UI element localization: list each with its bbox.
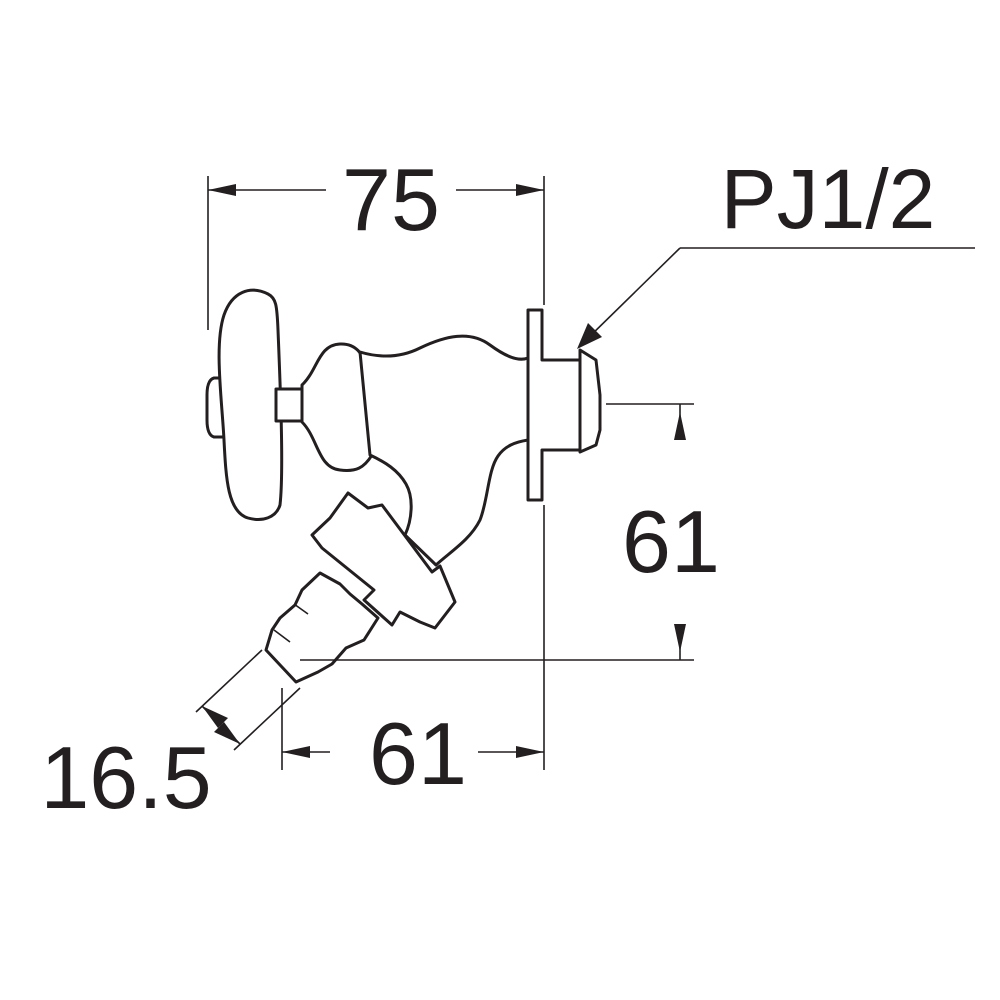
hose-nipple	[264, 571, 380, 684]
hose-diameter-label: 16.5	[40, 728, 211, 827]
ext-line-hose-a	[195, 649, 263, 713]
ext-line-hose-b	[233, 687, 301, 751]
arrow-61v-bottom	[674, 624, 686, 652]
threaded-end	[578, 348, 602, 454]
arrow-16-5-b	[214, 722, 240, 744]
outlet-nut	[310, 491, 457, 630]
arrow-75-right	[516, 184, 544, 196]
spindle	[274, 387, 304, 423]
arrow-16-5-a	[202, 706, 228, 728]
pipe-thread-label: PJ1/2	[721, 152, 936, 246]
faucet-outline	[205, 288, 602, 684]
handle	[217, 288, 284, 521]
horizontal-offset-label: 61	[369, 704, 467, 803]
leader-arrow	[577, 323, 602, 349]
arrow-61h-right	[516, 746, 544, 758]
flange	[526, 308, 582, 502]
dimension-labels: 75 PJ1/2 61 61 16.5	[40, 150, 935, 827]
leader-line-diagonal	[583, 247, 681, 343]
dimension-lines	[195, 176, 975, 770]
arrow-61h-left	[282, 746, 310, 758]
valve-body	[358, 334, 530, 567]
arrow-75-left	[208, 184, 236, 196]
vertical-offset-label: 61	[622, 492, 720, 591]
nipple-thread-1	[293, 603, 309, 615]
arrow-61v-top	[674, 412, 686, 440]
nipple-thread-2	[273, 629, 291, 643]
width-label: 75	[342, 150, 440, 249]
